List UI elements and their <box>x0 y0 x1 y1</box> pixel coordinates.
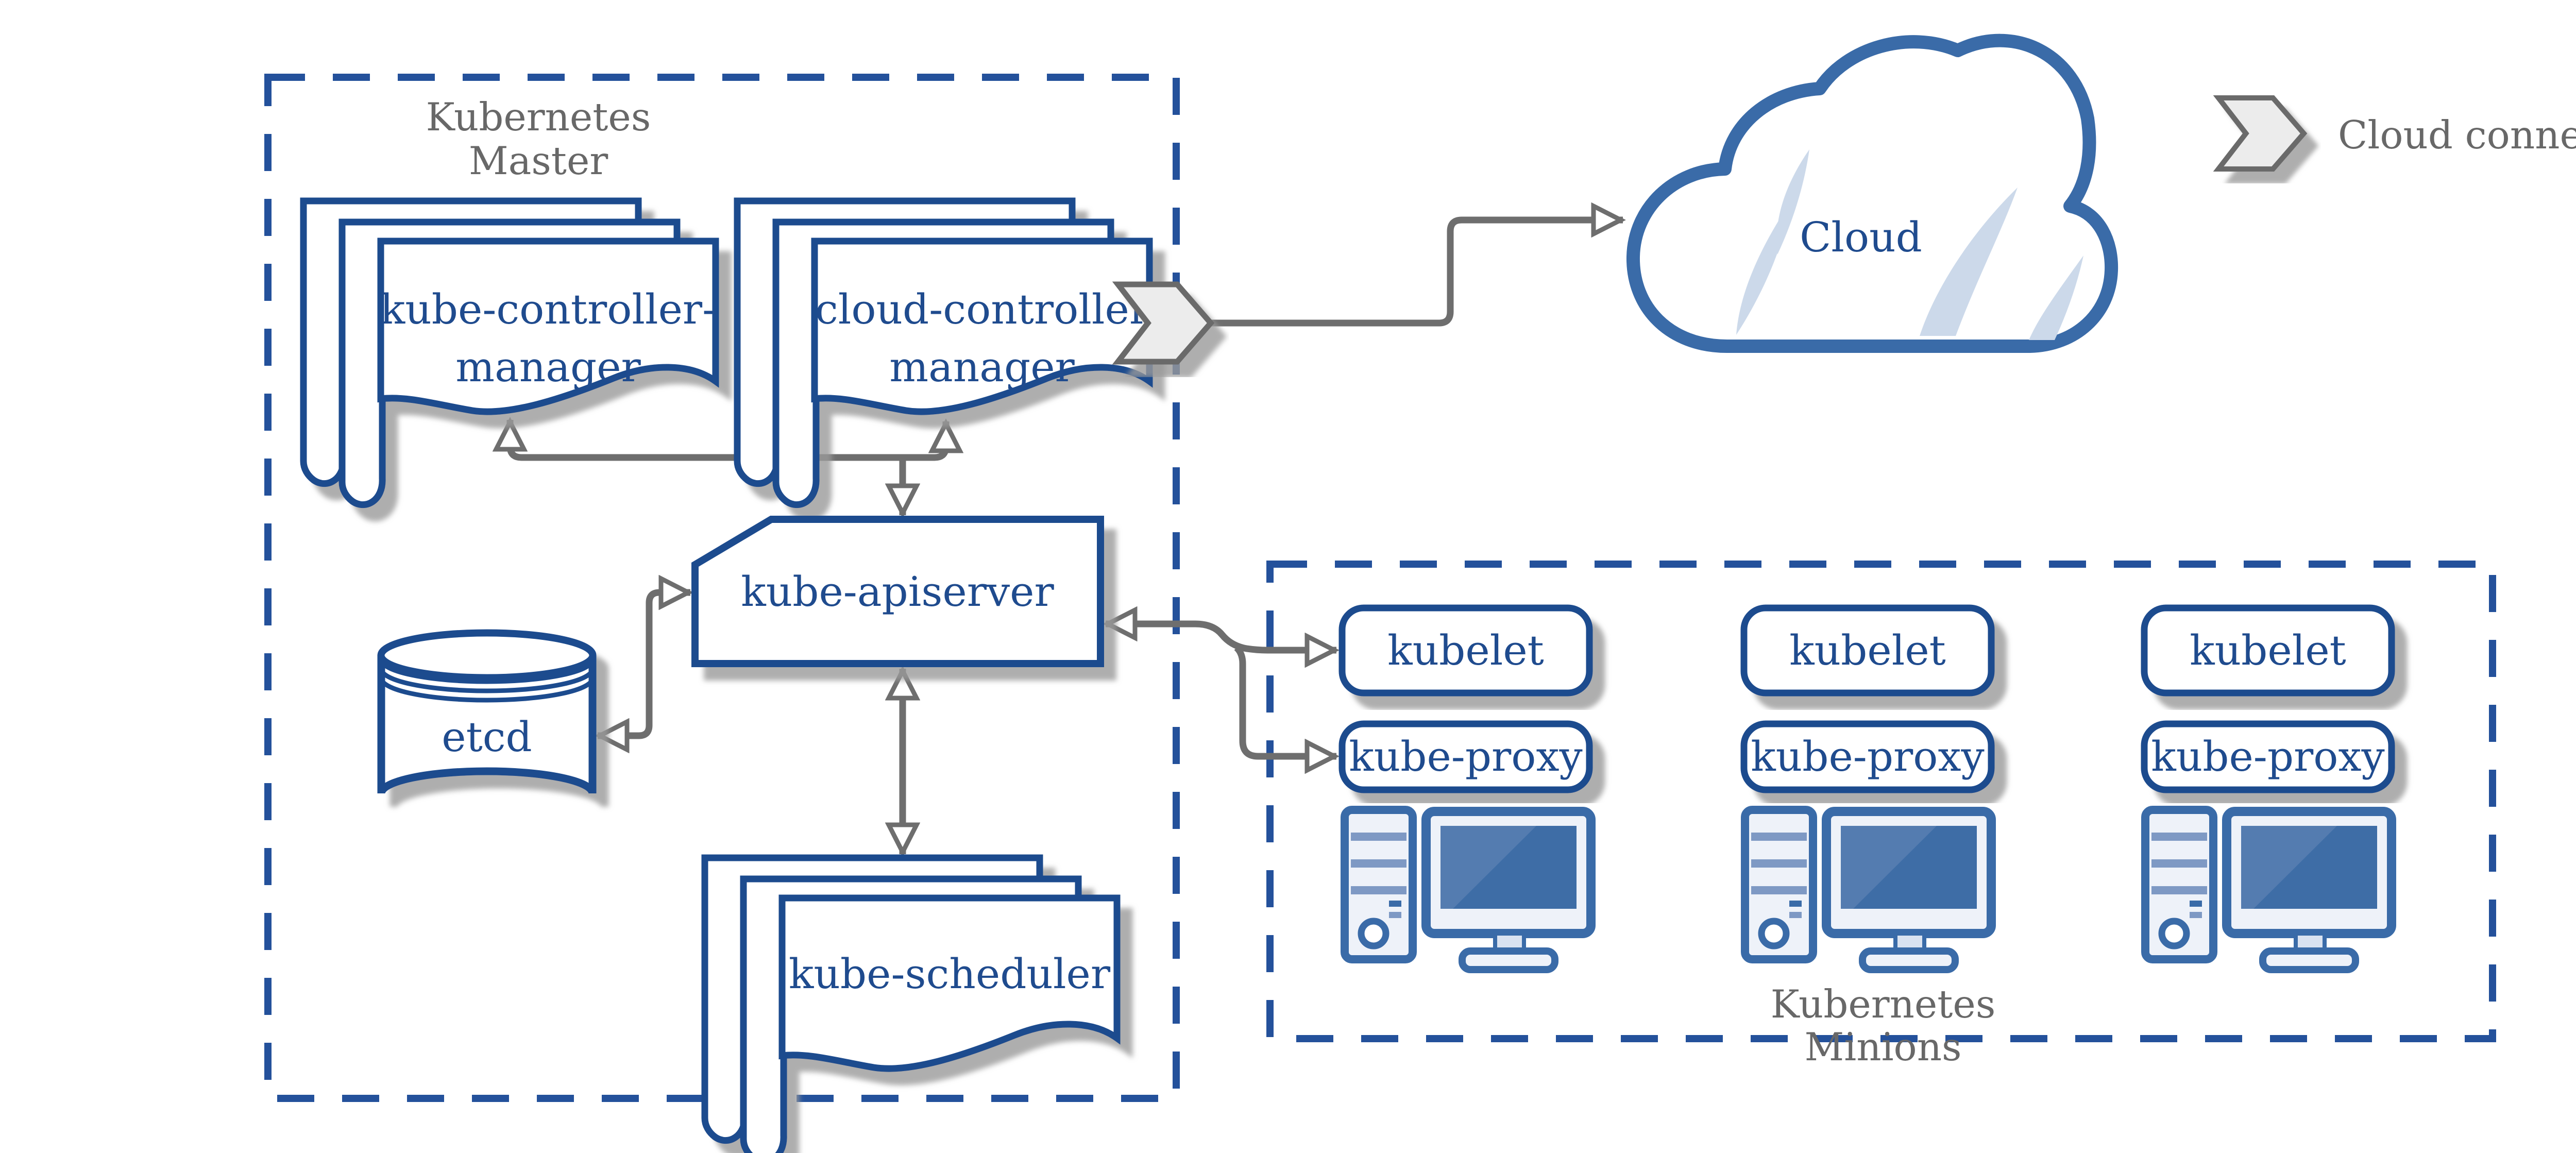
tower-vent <box>1389 912 1401 918</box>
kube-scheduler <box>705 858 1117 1153</box>
kube-apiserver-box <box>691 516 1104 667</box>
kubelet-label: kubelet <box>1789 626 1946 674</box>
minions-title-line2: Minions <box>1804 1024 1961 1070</box>
cloud-controller-manager-label-line1: cloud-controller <box>815 285 1149 333</box>
cloud-controller-manager-label-line2: manager <box>889 343 1075 391</box>
etcd <box>377 629 597 794</box>
monitor-screen-glare <box>1440 826 1536 909</box>
etcd-cylinder-top <box>378 630 596 681</box>
kube-proxy-box <box>2141 720 2395 793</box>
legend-cloud-connector-icon <box>2218 98 2304 169</box>
arrow-controllers-bar <box>510 420 946 461</box>
master-title-line1: Kubernetes <box>426 94 651 140</box>
kube-proxy-label: kube-proxy <box>1751 733 1985 781</box>
kube-proxy-label: kube-proxy <box>1349 733 1583 781</box>
kube-apiserver <box>691 516 1104 667</box>
tower-stripe <box>1351 833 1406 841</box>
cloud-shape <box>1626 33 2119 353</box>
cloud-highlight-2 <box>1736 200 1792 335</box>
legend-label: Cloud connector <box>2338 112 2576 158</box>
arrow-apiserver-kubeproxy <box>1234 645 1336 756</box>
minions-title-line1: Kubernetes <box>1771 981 1996 1027</box>
kube-proxy-box <box>1740 720 1995 793</box>
kubelet-label: kubelet <box>1387 626 1544 674</box>
kubelet-box <box>1740 604 1995 697</box>
tower-stripe <box>1351 886 1406 894</box>
cloud-label: Cloud <box>1800 213 1922 261</box>
cloud <box>1626 33 2119 353</box>
minion-node-2: kubelet kube-proxy <box>1740 604 1995 793</box>
kube-controller-manager-label-line2: manager <box>455 343 641 391</box>
computer-icon <box>1745 810 1991 970</box>
computer-icon <box>1341 806 1596 973</box>
kube-apiserver-label: kube-apiserver <box>741 568 1054 616</box>
cloud-highlight-3 <box>1920 188 2018 336</box>
arrow-etcd-apiserver <box>598 592 690 736</box>
computer-icon <box>2145 810 2392 970</box>
arrow-apiserver-kubelet <box>1106 624 1336 650</box>
minion-node-3: kubelet kube-proxy <box>2141 604 2395 793</box>
kubelet-box <box>1338 604 1593 697</box>
kube-scheduler-label: kube-scheduler <box>789 950 1111 998</box>
kubelet-box <box>2141 604 2395 697</box>
etcd-ring-3 <box>379 677 595 703</box>
arrow-connector-cloud <box>1211 220 1623 327</box>
tower-vent <box>1389 901 1401 907</box>
etcd-ring-2 <box>379 668 595 693</box>
pc-tower <box>1341 806 1417 963</box>
kube-proxy-label: kube-proxy <box>2151 733 2385 781</box>
minion-node-1: kubelet kube-proxy <box>1338 604 1593 793</box>
kube-proxy-box <box>1338 720 1593 793</box>
master-title-line2: Master <box>469 138 608 183</box>
connector-arrows <box>510 220 1623 854</box>
tower-power-button <box>1358 918 1389 949</box>
monitor-base <box>1459 947 1558 973</box>
kube-controller-manager-label-line1: kube-controller- <box>380 285 716 333</box>
etcd-label: etcd <box>442 713 532 761</box>
tower-stripe <box>1351 859 1406 868</box>
etcd-ring-1 <box>379 659 595 684</box>
cloud-highlight-4 <box>2029 256 2083 340</box>
kubelet-label: kubelet <box>2190 626 2346 674</box>
minions-boundary <box>1266 561 2496 1042</box>
